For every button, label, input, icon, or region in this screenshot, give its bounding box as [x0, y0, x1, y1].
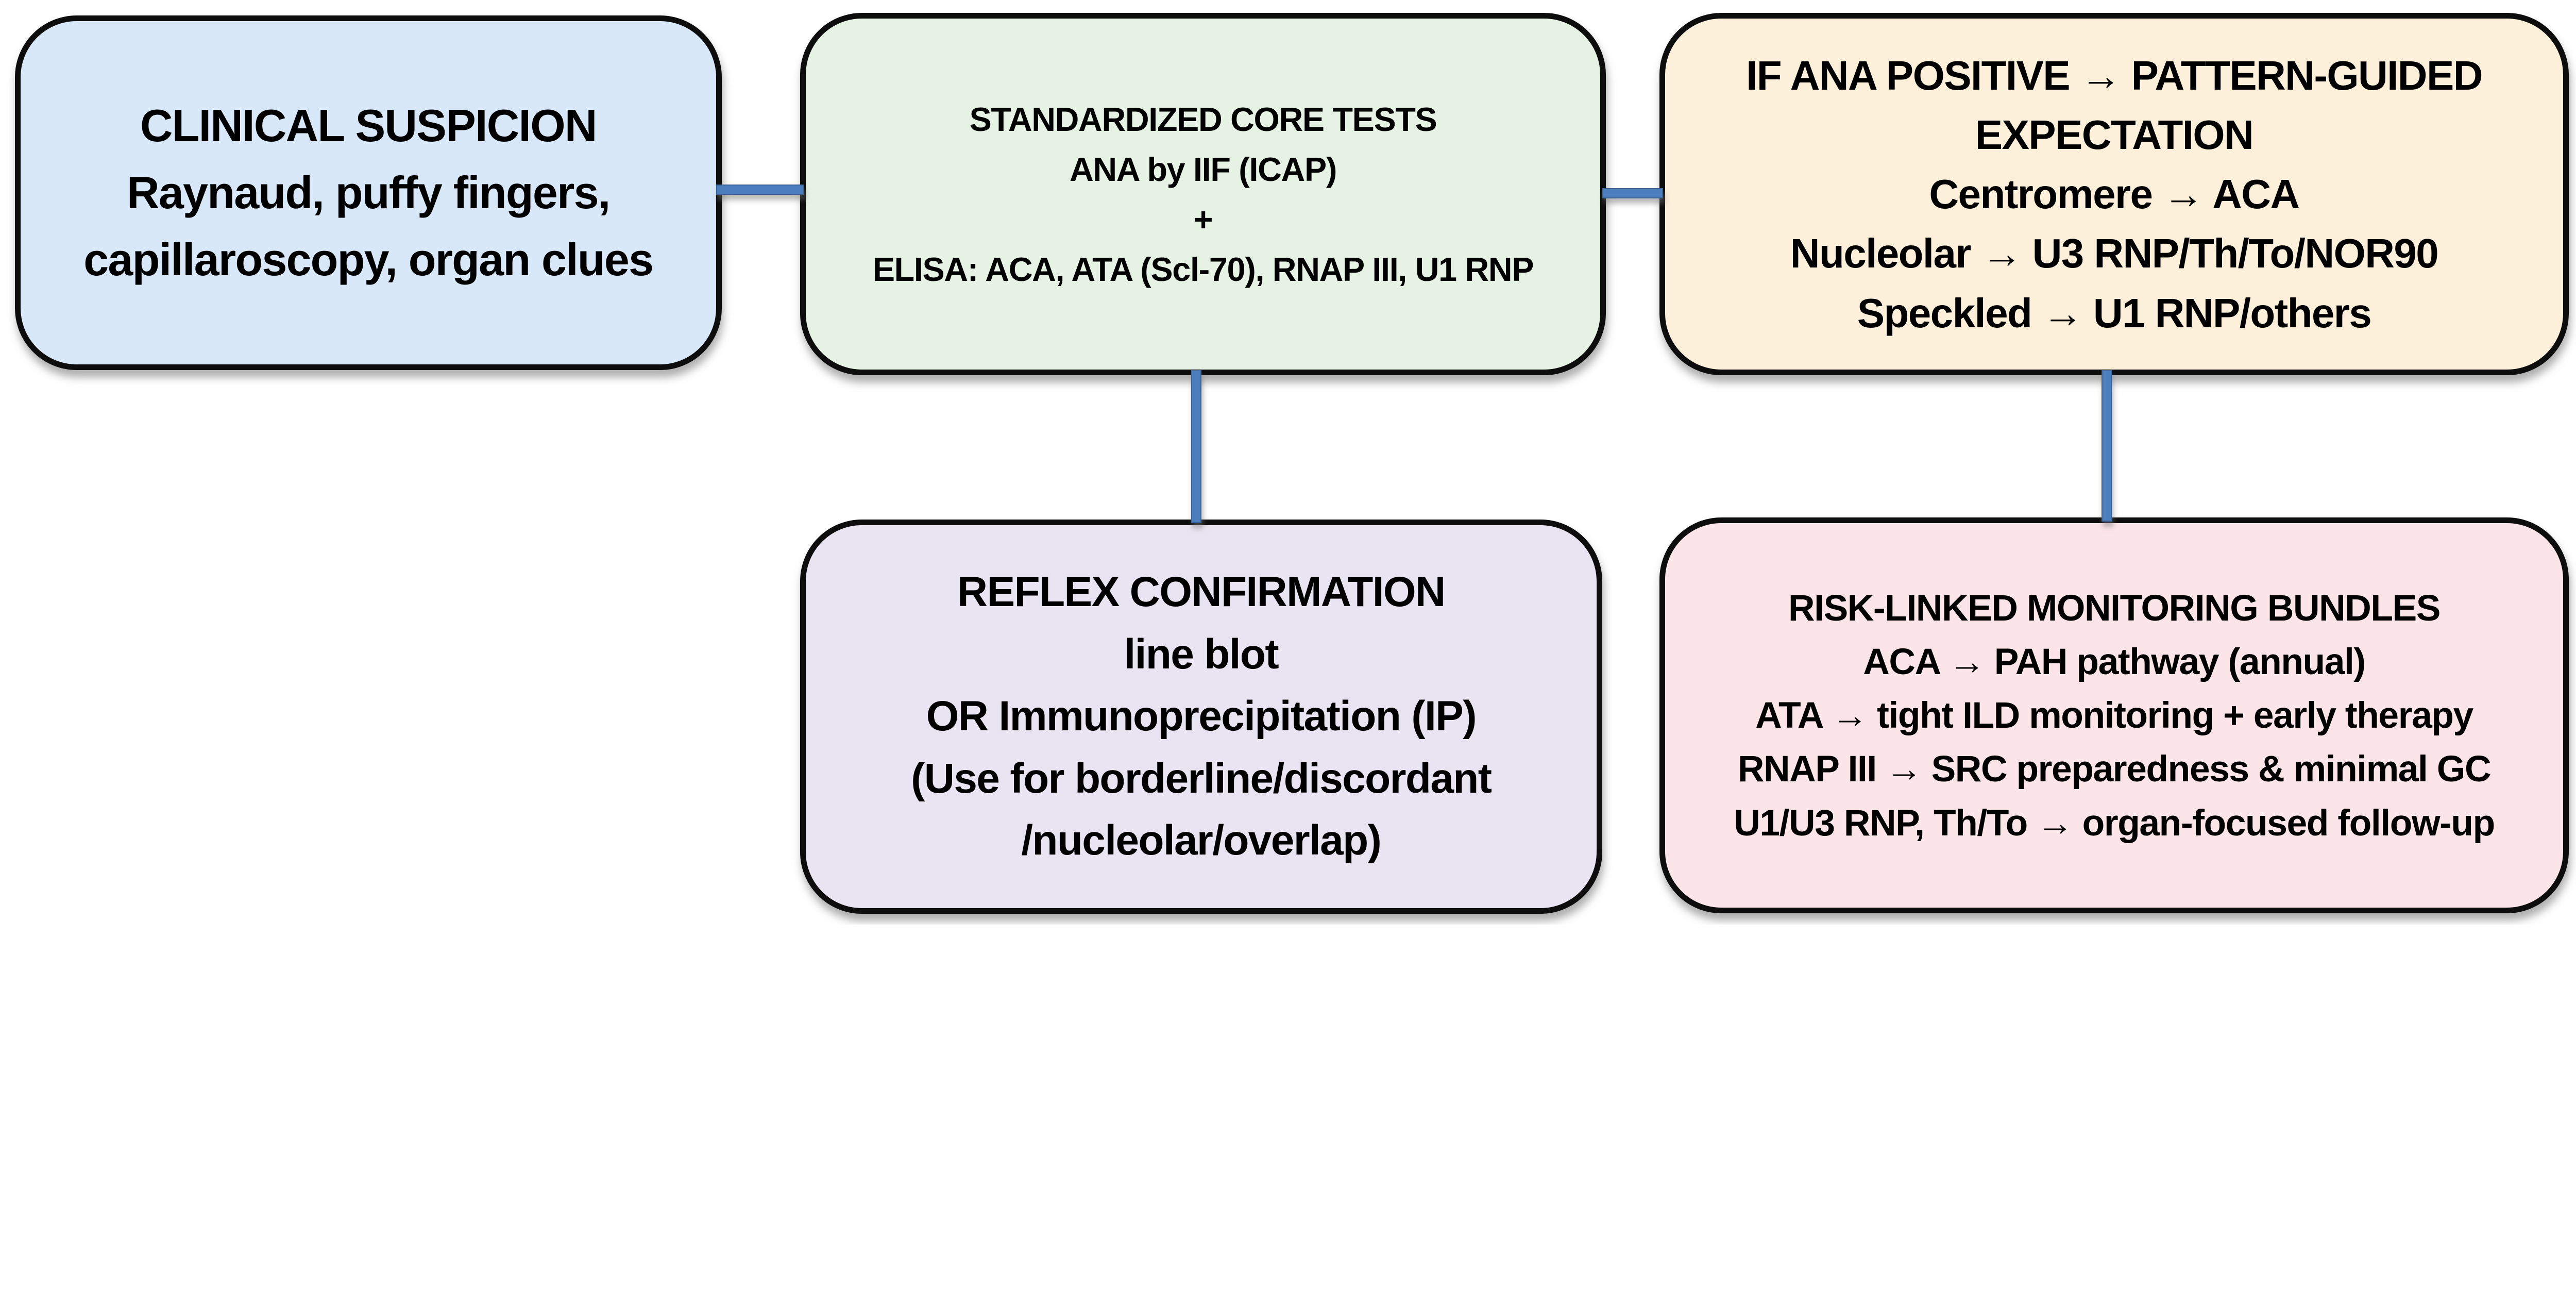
connector-core-tests-to-reflex — [1191, 370, 1201, 524]
connector-suspicion-to-core-tests — [716, 184, 804, 195]
box-clinical-suspicion: CLINICAL SUSPICION Raynaud, puffy finger… — [14, 15, 722, 370]
box-text-line: Centromere → ACA — [1929, 171, 2300, 217]
flowchart-canvas: CLINICAL SUSPICION Raynaud, puffy finger… — [14, 13, 2569, 914]
box-risk-linked-monitoring-bundles: RISK-LINKED MONITORING BUNDLES ACA → PAH… — [1659, 517, 2569, 914]
box-title: CLINICAL SUSPICION — [140, 99, 598, 151]
box-text-line: ELISA: ACA, ATA (Scl-70), RNAP III, U1 R… — [872, 250, 1534, 288]
box-title: RISK-LINKED MONITORING BUNDLES — [1788, 587, 2441, 629]
box-text-line: capillaroscopy, organ clues — [83, 234, 654, 286]
box-text-line: ATA → tight ILD monitoring + early thera… — [1755, 695, 2473, 736]
box-text-line: OR Immunoprecipitation (IP) — [926, 693, 1477, 740]
box-text-line: line blot — [1124, 630, 1279, 678]
box-title: STANDARDIZED CORE TESTS — [969, 100, 1437, 138]
box-text-line: Speckled → U1 RNP/others — [1857, 290, 2372, 336]
connector-core-tests-to-pattern — [1602, 188, 1663, 198]
box-title: REFLEX CONFIRMATION — [957, 568, 1446, 616]
box-standardized-core-tests: STANDARDIZED CORE TESTS ANA by IIF (ICAP… — [800, 13, 1606, 376]
box-text-line: U1/U3 RNP, Th/To → organ-focused follow-… — [1734, 802, 2495, 844]
box-pattern-guided-expectation: IF ANA POSITIVE → PATTERN-GUIDED EXPECTA… — [1659, 13, 2569, 376]
box-text-line: ANA by IIF (ICAP) — [1069, 150, 1337, 188]
box-title: IF ANA POSITIVE → PATTERN-GUIDED — [1746, 52, 2483, 98]
box-title: EXPECTATION — [1975, 111, 2254, 158]
box-text-line: (Use for borderline/discordant — [911, 755, 1492, 802]
box-text-line: + — [1193, 200, 1213, 238]
box-text-line: /nucleolar/overlap) — [1021, 817, 1382, 864]
box-text-line: ACA → PAH pathway (annual) — [1863, 641, 2366, 682]
box-reflex-confirmation: REFLEX CONFIRMATION line blot OR Immunop… — [800, 520, 1602, 914]
box-text-line: RNAP III → SRC preparedness & minimal GC — [1737, 748, 2492, 790]
connector-pattern-to-monitoring — [2102, 370, 2112, 522]
box-text-line: Raynaud, puffy fingers, — [127, 166, 611, 218]
box-text-line: Nucleolar → U3 RNP/Th/To/NOR90 — [1790, 230, 2439, 277]
